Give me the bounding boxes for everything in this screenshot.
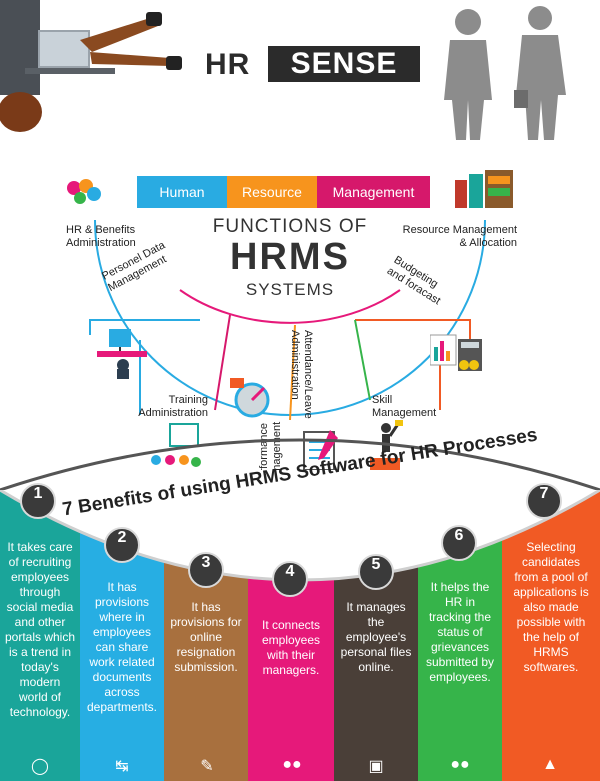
benefit-number-5: 5: [358, 554, 394, 590]
benefits-top-arc: [0, 438, 600, 490]
benefit-text-5: It manages the employee's personal files…: [340, 600, 412, 674]
laptop-person-icon: [0, 0, 182, 132]
form-icon: ✎: [200, 758, 214, 775]
tab-human: Human: [137, 176, 227, 208]
folder-icon: ▣: [368, 758, 384, 775]
function-skill: Skill Management: [372, 394, 437, 419]
benefit-text-7: Selecting candidates from a pool of appl…: [513, 540, 589, 674]
benefit-number-4: 4: [272, 561, 308, 597]
function-training: Training Administration: [138, 394, 208, 419]
person-icon: ◯: [31, 758, 49, 775]
hierarchy-icon: ▲: [542, 756, 558, 773]
benefit-text-2: It has provisions where in employees can…: [86, 580, 158, 714]
benefit-number-1: 1: [20, 483, 56, 519]
benefit-column-1: [0, 480, 80, 781]
benefit-text-1: It takes care of recruiting employees th…: [4, 540, 76, 719]
tab-management: Management: [317, 176, 430, 208]
brand-hr: HR: [205, 48, 251, 81]
team-icon: ●●: [282, 756, 302, 773]
title-line-3: SYSTEMS: [245, 280, 335, 299]
office-desk-icon: [97, 329, 147, 379]
benefit-number-3: 3: [188, 552, 224, 588]
function-hr-benefits: HR & Benefits Administration: [66, 224, 136, 249]
title-line-1: FUNCTIONS OF: [212, 216, 368, 237]
group-icon: ●●: [450, 756, 470, 773]
benefit-number-7: 7: [526, 483, 562, 519]
brand-sense: SENSE: [268, 46, 420, 82]
tab-resource: Resource: [227, 176, 317, 208]
people-group-icon: [67, 179, 101, 204]
benefit-text-4: It connects employees with their manager…: [261, 618, 321, 677]
benefit-number-2: 2: [104, 527, 140, 563]
functions-diagram: [89, 219, 486, 421]
benefit-number-6: 6: [441, 525, 477, 561]
benefit-text-6: It helps the HR in tracking the status o…: [425, 580, 495, 684]
share-icon: ↹: [115, 758, 129, 775]
top-illustration: [0, 0, 566, 140]
gauge-icon: [230, 378, 270, 418]
bookshelf-icon: [455, 170, 513, 208]
benefit-text-3: It has provisions for online resignation…: [170, 600, 242, 674]
training-board-icon: [151, 423, 201, 467]
title-line-2: HRMS: [230, 236, 350, 278]
calculator-chart-icon: [430, 334, 482, 371]
clipboard-icon: [303, 430, 338, 471]
businessmen-silhouette-icon: [444, 6, 566, 140]
function-resource-allocation: Resource Management & Allocation: [402, 224, 517, 249]
